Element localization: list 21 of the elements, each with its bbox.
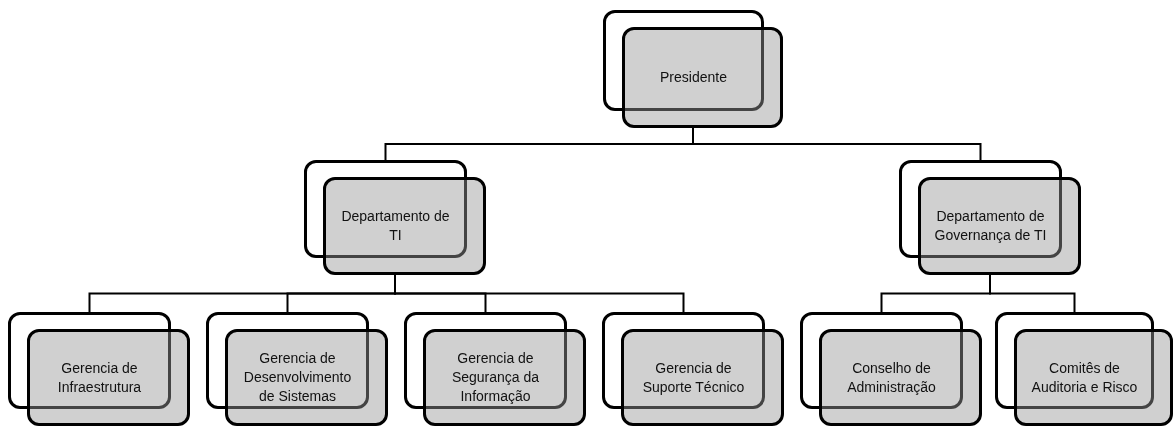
card-label: Comitês de Auditoria e Risco — [1030, 358, 1139, 397]
org-card — [918, 177, 1081, 275]
connector-line — [692, 127, 982, 161]
card-label: Departamento de Governança de TI — [933, 207, 1048, 245]
connector-line — [394, 274, 685, 313]
org-card — [27, 329, 190, 426]
card-label: Gerencia de Desenvolvimento de Sistemas — [242, 349, 353, 406]
org-card — [423, 329, 586, 426]
connector-line — [989, 274, 1076, 313]
card-label: Gerencia de Segurança da Informação — [450, 349, 541, 406]
org-card — [621, 329, 784, 426]
card-label: Gerencia de Suporte Técnico — [641, 358, 746, 397]
card-label: Presidente — [660, 68, 727, 87]
card-label: Gerencia de Infraestrutura — [56, 358, 143, 397]
org-card — [622, 27, 783, 128]
org-card — [225, 329, 388, 426]
org-card — [1014, 329, 1173, 426]
org-card — [323, 177, 486, 275]
card-label: Departamento de TI — [340, 207, 451, 245]
org-card — [819, 329, 982, 426]
card-label: Conselho de Administração — [846, 358, 937, 397]
